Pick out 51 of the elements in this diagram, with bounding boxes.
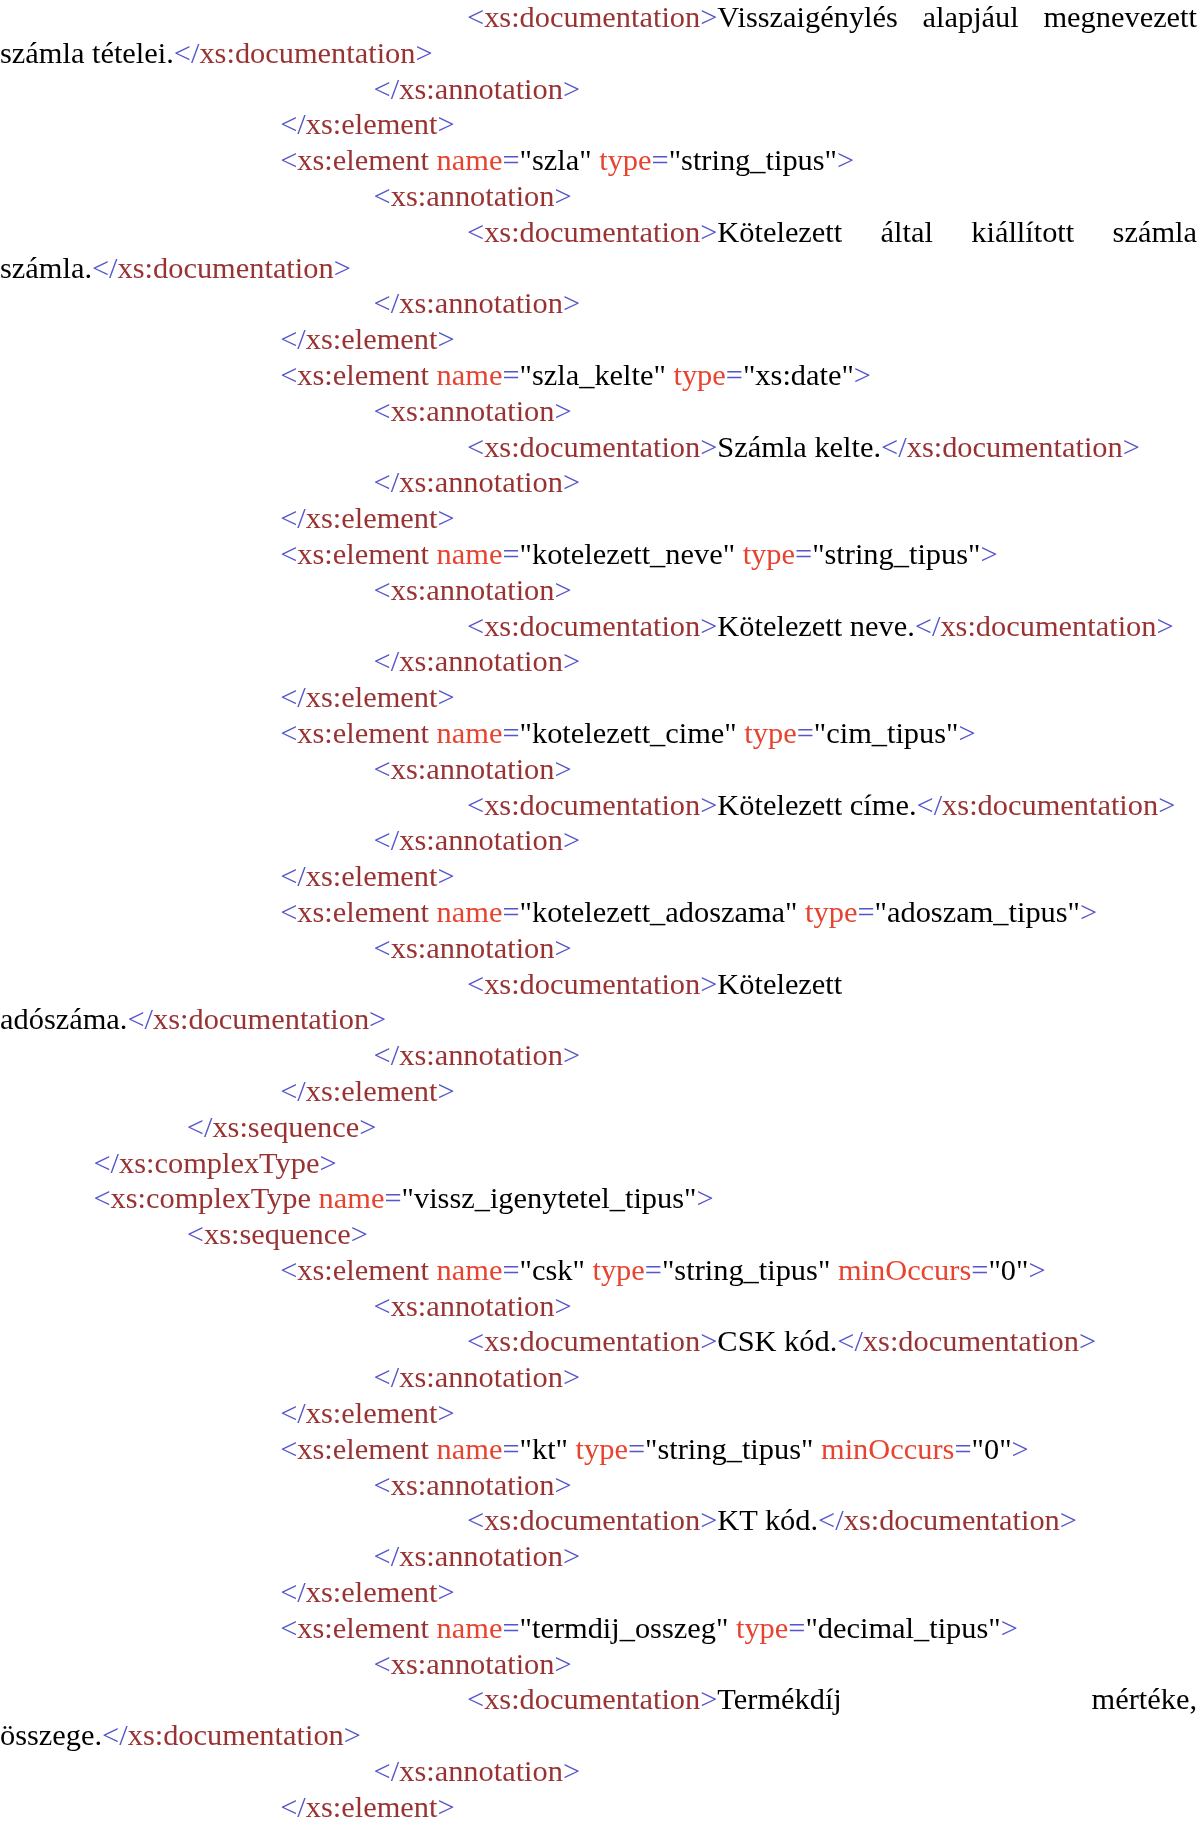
code-line: <xs:documentation>CSK kód.</xs:documentation> [466, 1324, 1098, 1361]
code-line: <xs:annotation> [372, 1467, 573, 1504]
code-line: </xs:annotation> [372, 1539, 582, 1576]
code-line: </xs:annotation> [372, 465, 582, 502]
code-line: </xs:element> [279, 1396, 456, 1432]
code-line: összege.</xs:documentation> [0, 1718, 362, 1755]
code-line: <xs:annotation> [372, 1288, 573, 1325]
code-line: </xs:annotation> [372, 823, 582, 860]
code-line: <xs:annotation> [372, 393, 573, 430]
code-line: <xs:annotation> [372, 572, 573, 609]
code-line: <xs:documentation>KT kód.</xs:documentation> [466, 1503, 1078, 1540]
code-line: <xs:documentation>Termékdíj mértéke, [466, 1682, 1197, 1719]
code-line: <xs:documentation>Kötelezett [466, 966, 844, 1003]
code-line: <xs:documentation>Kötelezett neve.</xs:documentation> [466, 608, 1175, 645]
code-line: <xs:element name="termdij_osszeg" type="decimal_tipus"> [279, 1610, 1019, 1647]
code-line: <xs:element name="csk" type="string_tipus" minOccurs="0"> [279, 1252, 1047, 1289]
code-line: </xs:element> [279, 680, 456, 716]
code-line: <xs:annotation> [372, 179, 573, 215]
code-line: <xs:element name="kt" type="string_tipus" minOccurs="0"> [279, 1431, 1030, 1468]
code-line: </xs:element> [279, 1073, 456, 1110]
code-line: <xs:element name="kotelezett_neve" type="string_tipus"> [279, 536, 999, 573]
code-line: </xs:element> [279, 107, 456, 144]
code-line: </xs:annotation> [372, 1360, 582, 1397]
code-line: <xs:annotation> [372, 1646, 573, 1683]
code-line: </xs:element> [279, 859, 456, 895]
code-line: <xs:element name="kotelezett_adoszama" type="adoszam_tipus"> [279, 894, 1099, 931]
code-line: </xs:annotation> [372, 286, 582, 323]
code-line: </xs:annotation> [372, 644, 582, 681]
code-line: </xs:annotation> [372, 1038, 582, 1074]
code-line: </xs:element> [279, 1789, 456, 1826]
code-line: </xs:annotation> [372, 1754, 582, 1790]
code-line: <xs:documentation>Kötelezett által kiállított számla [466, 214, 1197, 251]
code-line: </xs:element> [279, 322, 456, 358]
code-line: </xs:annotation> [372, 71, 582, 108]
code-line: <xs:element name="szla_kelte" type="xs:date"> [279, 357, 872, 394]
code-line: <xs:complexType name="vissz_igenytetel_tipus"> [92, 1181, 715, 1218]
code-line: számla.</xs:documentation> [0, 250, 352, 287]
code-line: <xs:annotation> [372, 751, 573, 788]
code-line: <xs:element name="kotelezett_cime" type="cim_tipus"> [279, 715, 977, 752]
code-line: <xs:annotation> [372, 930, 573, 967]
code-line: adószáma.</xs:documentation> [0, 1002, 388, 1039]
code-line: <xs:documentation>Kötelezett címe.</xs:documentation> [466, 787, 1177, 824]
code-line: </xs:complexType> [92, 1145, 338, 1182]
code-line: számla tételei.</xs:documentation> [0, 35, 434, 72]
code-line: </xs:sequence> [185, 1109, 378, 1146]
code-line: </xs:element> [279, 501, 456, 537]
code-line: </xs:element> [279, 1575, 456, 1611]
code-line: <xs:documentation>Visszaigénylés alapjául megnevezett [466, 0, 1197, 36]
code-line: <xs:documentation>Számla kelte.</xs:documentation> [466, 429, 1141, 466]
code-line: <xs:sequence> [185, 1217, 369, 1253]
code-line: <xs:element name="szla" type="string_tipus"> [279, 143, 856, 179]
